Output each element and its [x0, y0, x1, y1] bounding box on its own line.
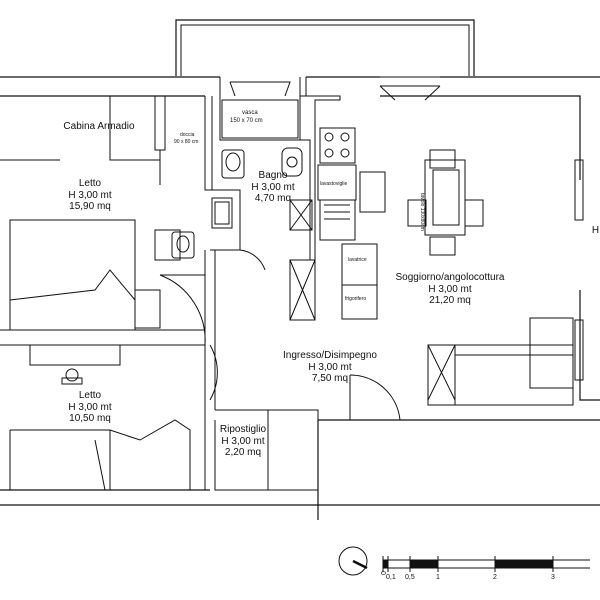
bathtub [221, 81, 299, 139]
letto2-area: 10,50 mq [69, 413, 111, 424]
ripostiglio-height: H 3,00 mt [221, 435, 265, 447]
scale-tick-0-5: 0,5 [405, 574, 415, 581]
hatched-cabinet [289, 199, 313, 231]
wc2 [171, 231, 195, 259]
ingresso-name: Ingresso/Disimpegno [283, 350, 377, 361]
scale-bar [382, 556, 590, 572]
vasca-size-label: 150 x 70 cm [230, 118, 263, 124]
ripostiglio-name: Ripostiglio [219, 424, 267, 435]
bagno-height: H 3,00 mt [251, 181, 295, 193]
windows [379, 76, 584, 381]
bed-1 [9, 219, 161, 331]
scale-tick-2: 2 [493, 574, 497, 581]
frigorifero-label: frigorifero [345, 296, 367, 302]
bed-2 [9, 419, 191, 491]
doccia-label: doccia [180, 132, 195, 138]
room-label-soggiorno: Soggiorno/angolocottura H 3,00 mt 21,20 … [385, 272, 515, 307]
letto2-name: Letto [78, 390, 102, 401]
bagno-name: Bagno [258, 170, 288, 181]
room-label-ingresso: Ingresso/Disimpegno H 3,00 mt 7,50 mq [265, 350, 395, 385]
ingresso-height: H 3,00 mt [308, 361, 352, 373]
room-label-edge: H [591, 225, 600, 237]
dining-table [407, 149, 484, 256]
scale-tick-0-1: 0,1 [386, 574, 396, 581]
lavatrice-label: lavatrice [348, 257, 367, 263]
wc-toilet [221, 149, 245, 179]
compass [338, 546, 368, 576]
soggiorno-area: 21,20 mq [429, 295, 471, 306]
room-label-letto-2: Letto H 3,00 mt 10,50 mq [45, 390, 135, 425]
letto1-area: 15,90 mq [69, 201, 111, 212]
scale-tick-1: 1 [436, 574, 440, 581]
bathroom-walls [154, 77, 341, 320]
letto2-height: H 3,00 mt [68, 401, 112, 413]
room-label-ripostiglio: Ripostiglio H 3,00 mt 2,20 mq [212, 424, 274, 459]
doccia-size-label: 90 x 80 cm [174, 139, 199, 145]
room-label-bagno: Bagno H 3,00 mt 4,70 mq [238, 170, 308, 205]
tavolo-label: tavolo 130x80cm [419, 193, 425, 231]
letto1-name: Letto [78, 178, 102, 189]
soggiorno-name: Soggiorno/angolocottura [395, 272, 505, 283]
sofa [427, 317, 574, 406]
room-label-letto-1: Letto H 3,00 mt 15,90 mq [45, 178, 135, 213]
bidet [211, 197, 233, 229]
doors [159, 249, 401, 421]
room-label-cabina: Cabina Armadio [44, 121, 154, 133]
vasca-label: vasca [242, 110, 258, 116]
soggiorno-height: H 3,00 mt [428, 283, 472, 295]
lavastoviglie-label: lavastoviglie [320, 181, 348, 187]
kitchen-counter [289, 127, 386, 321]
letto1-height: H 3,00 mt [68, 189, 112, 201]
balcony [175, 19, 475, 76]
edge-name: H [591, 225, 600, 236]
ripostiglio-area: 2,20 mq [224, 447, 262, 458]
scale-tick-3: 3 [551, 574, 555, 581]
sink [281, 147, 303, 177]
ingresso-area: 7,50 mq [311, 373, 349, 384]
cabina-name: Cabina Armadio [63, 121, 135, 132]
bagno-area: 4,70 mq [254, 193, 292, 204]
desk [29, 344, 121, 385]
